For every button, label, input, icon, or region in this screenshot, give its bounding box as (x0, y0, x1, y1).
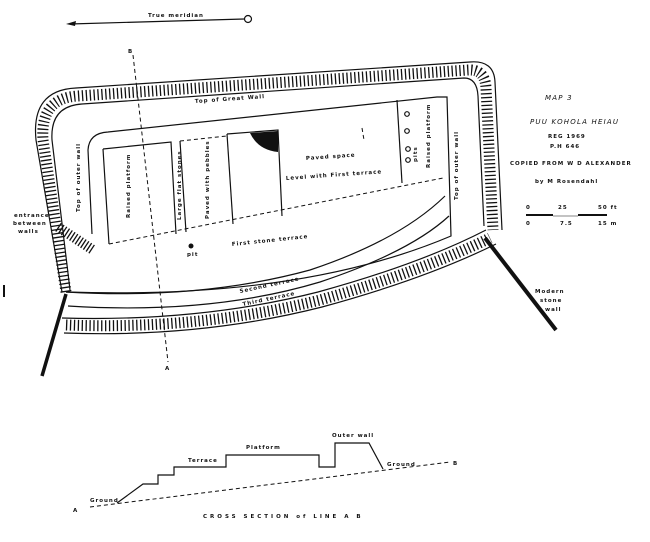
outer-great-wall (34, 61, 503, 335)
copied-from: COPIED FROM W D ALEXANDER (510, 161, 632, 167)
svg-text:0: 0 (526, 205, 531, 211)
cross-section: A B Ground Terrace Platform Outer wall G… (73, 433, 458, 520)
pits-label: pits (413, 146, 419, 162)
great-wall-label: Top of Great Wall (195, 94, 266, 105)
first-terrace-label: First stone terrace (232, 234, 309, 248)
outer-wall-left-label: Top of outer wall (76, 143, 82, 212)
svg-text:Modern: Modern (535, 289, 565, 295)
inner-enclosure (65, 54, 452, 363)
pits (188, 111, 411, 249)
entrance-label: entrance between walls (13, 213, 50, 235)
modern-wall-label: Modern stone wall (535, 289, 565, 313)
modern-wall-left (40, 293, 68, 377)
svg-text:25: 25 (558, 205, 568, 211)
section-label-b: B (128, 49, 133, 55)
svg-text:stone: stone (540, 298, 562, 304)
ground-line (89, 461, 451, 508)
true-meridian-arrow: True meridian (66, 13, 253, 26)
cross-section-title: CROSS SECTION of LINE A B (203, 514, 364, 520)
map-title: PUU KOHOLA HEIAU (530, 118, 619, 126)
raised-platform-left-label: Raised platform (126, 154, 132, 218)
author: by M Rosendahl (535, 179, 598, 185)
cross-section-a: A (73, 508, 78, 514)
ph-number: P.H 646 (550, 144, 580, 150)
svg-text:between: between (13, 221, 47, 227)
outer-wall-right-label: Top of outer wall (454, 131, 460, 200)
paved-space-label: Paved space (306, 153, 356, 162)
meridian-label: True meridian (148, 13, 204, 19)
svg-text:walls: walls (18, 229, 39, 235)
title-block: MAP 3 PUU KOHOLA HEIAU REG 1969 P.H 646 … (510, 94, 632, 185)
entrance-hatch (55, 222, 96, 255)
section-line-ab (132, 54, 169, 363)
raised-platform-right-label: Raised platform (426, 104, 432, 168)
section-label-a: A (165, 366, 170, 372)
svg-text:50 ft: 50 ft (598, 205, 618, 211)
pit-left-label: pit (187, 252, 198, 258)
svg-text:7.5: 7.5 (560, 221, 573, 227)
large-flat-stones-label: Large flat stones (177, 150, 183, 220)
platform-label: Platform (246, 445, 281, 451)
ground-left-label: Ground (90, 498, 119, 504)
svg-text:0: 0 (526, 221, 531, 227)
svg-text:15 m: 15 m (598, 221, 617, 227)
scale-bar: 0 25 50 ft 0 7.5 15 m (526, 205, 618, 227)
outer-wall-label: Outer wall (332, 433, 374, 439)
terrace-label: Terrace (188, 458, 218, 464)
svg-text:wall: wall (545, 307, 562, 313)
ground-right-label: Ground (387, 462, 416, 468)
level-first-terrace-label: Level with First terrace (286, 169, 383, 182)
cross-section-b: B (453, 461, 458, 467)
modern-stone-wall (483, 236, 558, 332)
reg-number: REG 1969 (548, 134, 586, 140)
edge-mark (3, 285, 5, 297)
map-number: MAP 3 (545, 94, 573, 102)
svg-text:entrance: entrance (14, 213, 50, 219)
hatched-feature (250, 131, 278, 152)
paved-pebbles-label: Paved with pebbles (205, 140, 211, 219)
